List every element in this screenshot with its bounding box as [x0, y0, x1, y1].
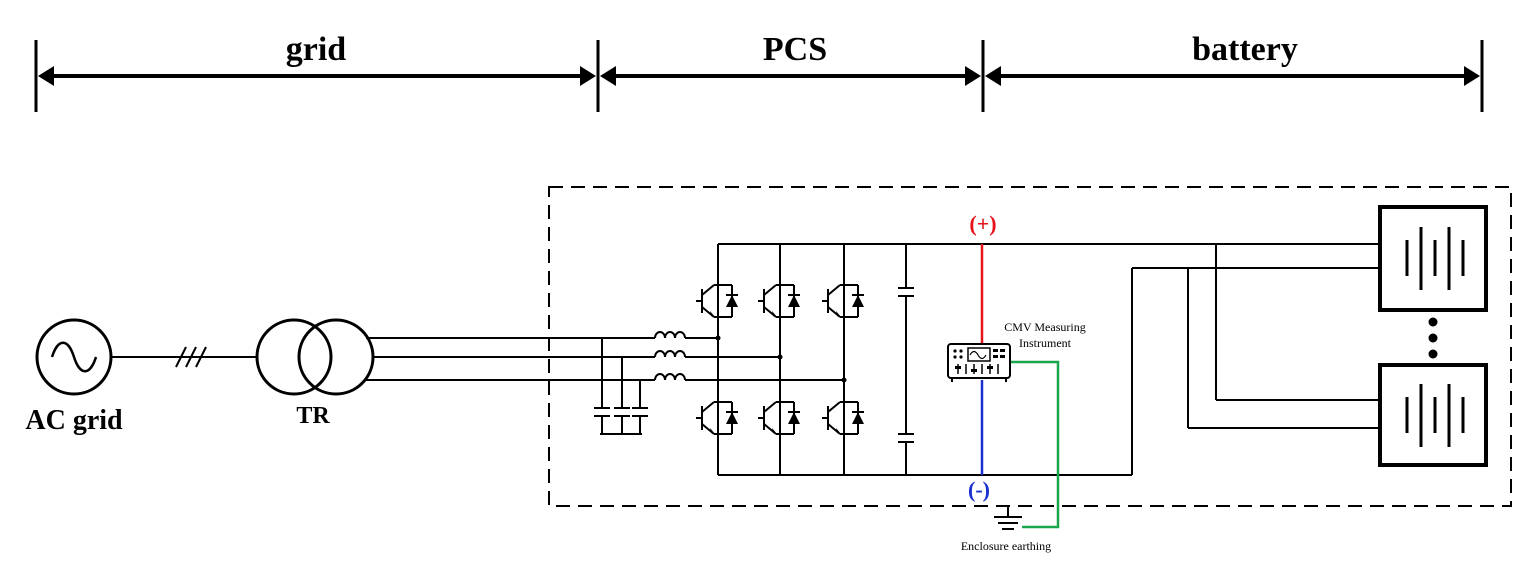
section-label-grid: grid	[286, 31, 347, 68]
igbt-switch-upper-a	[696, 284, 738, 318]
igbt-switch-lower-b	[758, 401, 800, 435]
igbt-switch-lower-a	[696, 401, 738, 435]
ac-grid-label: AC grid	[25, 405, 123, 436]
earth-probe-wire	[1010, 360, 1060, 529]
filter-inductors	[654, 331, 844, 381]
igbt-switch-upper-b	[758, 284, 800, 318]
ac-source-symbol	[35, 318, 113, 396]
section-label-pcs: PCS	[763, 31, 827, 68]
instrument-label-line1: CMV Measuring	[1004, 320, 1085, 334]
enclosure-earthing-label: Enclosure earthing	[961, 539, 1051, 553]
battery-module-2	[1378, 363, 1488, 467]
section-label-battery: battery	[1192, 31, 1298, 68]
igbt-switch-upper-c	[822, 284, 864, 318]
battery-module-1	[1378, 205, 1488, 312]
transformer-symbol	[255, 318, 375, 396]
more-modules-dots	[1428, 317, 1438, 359]
filter-capacitors	[594, 338, 648, 435]
negative-terminal-label: (-)	[968, 477, 990, 502]
ground-icon	[994, 505, 1022, 530]
battery-wiring	[1131, 244, 1380, 475]
ac-phase-lines	[366, 337, 655, 381]
transformer-label: TR	[296, 403, 330, 429]
enclosure-boundary	[548, 186, 1512, 507]
cmv-measuring-instrument-icon	[947, 343, 1011, 382]
three-phase-line	[111, 346, 258, 368]
igbt-switch-lower-c	[822, 401, 864, 435]
instrument-label-line2: Instrument	[1019, 336, 1072, 350]
dc-buses	[717, 243, 1380, 476]
section-dimension-bar	[34, 40, 1484, 112]
positive-terminal-label: (+)	[969, 211, 996, 236]
